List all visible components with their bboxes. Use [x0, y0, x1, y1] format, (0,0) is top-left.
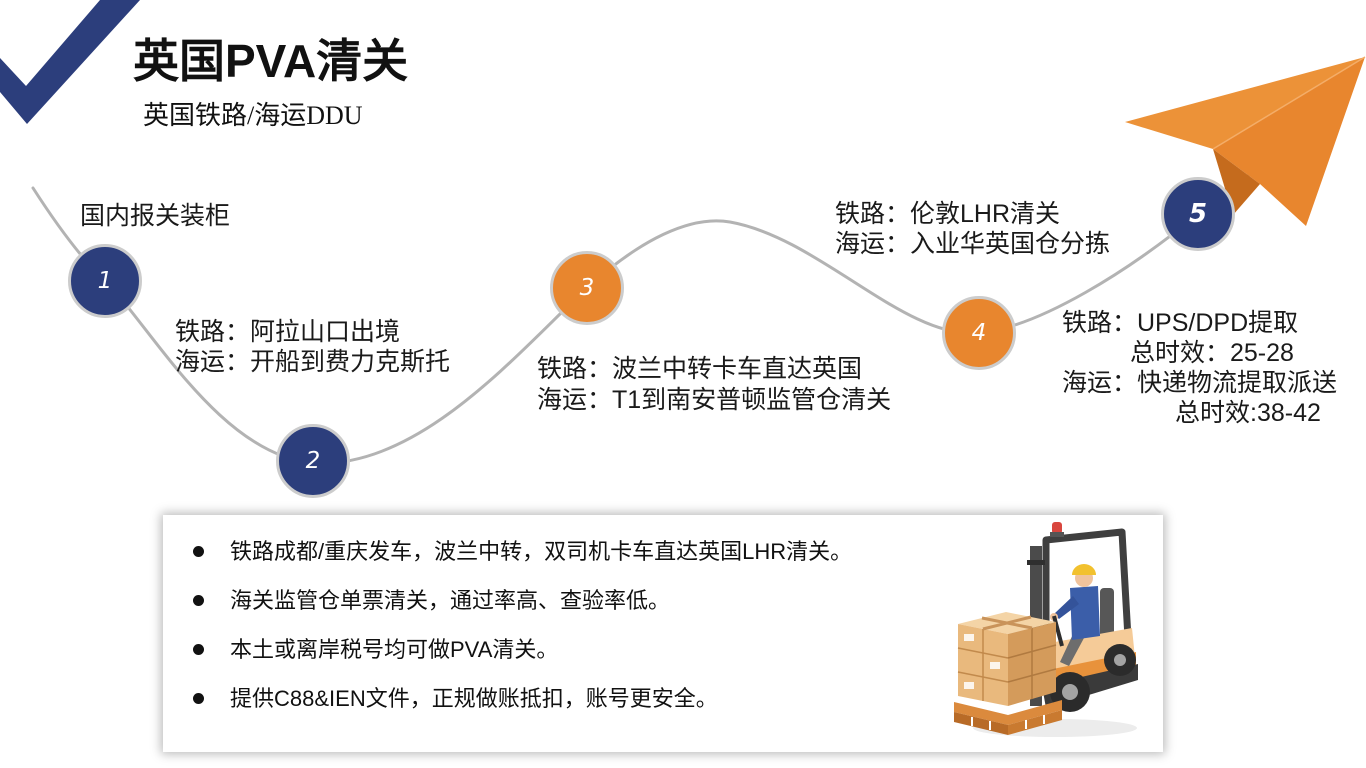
box-seam — [957, 647, 1009, 659]
bullet-dot — [193, 693, 204, 704]
box-label — [990, 662, 1000, 669]
highlight-text: 本土或离岸税号均可做PVA清关。 — [230, 637, 559, 662]
step-3-label: 铁路：波兰中转卡车直达英国 海运：T1到南安普顿监管仓清关 — [537, 354, 891, 416]
front-wheel-hub — [1062, 684, 1078, 700]
step-5-sea-line: 海运：快递物流提取派送 — [1062, 369, 1338, 397]
step-2-number: 2 — [305, 448, 321, 474]
operator-legs — [1060, 632, 1084, 666]
rear-wheel-hub — [1114, 654, 1126, 666]
highlight-item: 提供C88&IEN文件，正规做账抵扣，账号更安全。 — [193, 674, 852, 723]
operator-helmet — [1072, 564, 1096, 575]
highlight-text: 提供C88&IEN文件，正规做账抵扣，账号更安全。 — [230, 686, 718, 711]
highlights-list: 铁路成都/重庆发车，波兰中转，双司机卡车直达英国LHR清关。 海关监管仓单票清关… — [193, 515, 852, 723]
pallet-side — [1008, 710, 1062, 735]
warning-beacon — [1052, 522, 1062, 534]
paper-plane-crease — [1212, 56, 1366, 150]
overhead-guard — [1042, 528, 1132, 642]
bullet-dot — [193, 546, 204, 557]
step-4-sea-line: 海运：入业华英国仓分拣 — [835, 230, 1111, 258]
step-2-rail-line: 铁路：阿拉山口出境 — [175, 318, 401, 346]
step-4-number: 4 — [971, 320, 987, 346]
beacon-base — [1050, 532, 1064, 537]
pallet-top — [954, 700, 1062, 725]
highlight-text: 海关监管仓单票清关，通过率高、查验率低。 — [230, 588, 671, 613]
highlights-card: 铁路成都/重庆发车，波兰中转，双司机卡车直达英国LHR清关。 海关监管仓单票清关… — [163, 515, 1163, 752]
steering-column — [1052, 615, 1064, 647]
forklift-illustration — [954, 522, 1138, 737]
paper-plane-fold — [1213, 149, 1260, 215]
box-label — [964, 634, 974, 641]
step-2-label: 铁路：阿拉山口出境 海运：开船到费力克斯托 — [175, 317, 450, 377]
step-5-number: 5 — [1188, 199, 1208, 229]
highlight-item: 海关监管仓单票清关，通过率高、查验率低。 — [193, 576, 852, 625]
bullet-dot — [193, 644, 204, 655]
step-5-sea-transit-time: 总时效:38-42 — [1175, 399, 1321, 427]
box-seam — [1007, 644, 1057, 659]
highlight-item: 本土或离岸税号均可做PVA清关。 — [193, 625, 852, 674]
box-label — [964, 682, 974, 689]
highlight-item: 铁路成都/重庆发车，波兰中转，双司机卡车直达英国LHR清关。 — [193, 527, 852, 576]
operator-seat — [1100, 588, 1114, 646]
step-1-label: 国内报关装柜 — [80, 201, 230, 231]
step-2-marker: 2 — [276, 424, 350, 498]
step-5-marker: 5 — [1161, 177, 1235, 251]
step-5-rail-transit-time: 总时效：25-28 — [1130, 339, 1294, 367]
checkmark-icon — [0, 0, 140, 124]
box-seam — [957, 671, 1009, 683]
step-3-marker: 3 — [550, 251, 624, 325]
step-4-label: 铁路：伦敦LHR清关 海运：入业华英国仓分拣 — [835, 199, 1110, 259]
step-5-rail-line: 铁路：UPS/DPD提取 — [1062, 309, 1299, 337]
step-2-sea-line: 海运：开船到费力克斯托 — [175, 348, 451, 376]
step-1-number: 1 — [97, 268, 113, 294]
step-3-rail-line: 铁路：波兰中转卡车直达英国 — [537, 355, 863, 383]
page-subtitle: 英国铁路/海运DDU — [143, 101, 363, 130]
paper-plane-wing — [1125, 57, 1365, 149]
step-1-marker: 1 — [68, 244, 142, 318]
paper-plane-icon — [1125, 56, 1366, 226]
step-5-label: 铁路：UPS/DPD提取 总时效：25-28 海运：快递物流提取派送 总时效:3… — [1062, 308, 1337, 428]
step-1-line-1: 国内报关装柜 — [80, 202, 231, 230]
operator-arm — [1054, 596, 1079, 619]
operator-shirt — [1070, 586, 1100, 640]
step-4-rail-line: 铁路：伦敦LHR清关 — [835, 200, 1061, 228]
step-3-sea-line: 海运：T1到南安普顿监管仓清关 — [537, 386, 892, 414]
pallet — [954, 700, 1062, 735]
page-title: 英国PVA清关 — [133, 35, 409, 87]
highlight-text: 铁路成都/重庆发车，波兰中转，双司机卡车直达英国LHR清关。 — [230, 539, 853, 564]
paper-plane-body — [1213, 57, 1365, 226]
step-4-marker: 4 — [942, 296, 1016, 370]
box-tape — [982, 615, 1032, 631]
pallet-front — [954, 712, 1008, 735]
cardboard-boxes — [957, 612, 1057, 706]
bullet-dot — [193, 595, 204, 606]
box-seam — [1007, 668, 1057, 683]
step-3-number: 3 — [579, 275, 595, 301]
mast-crossbar — [1027, 560, 1045, 565]
